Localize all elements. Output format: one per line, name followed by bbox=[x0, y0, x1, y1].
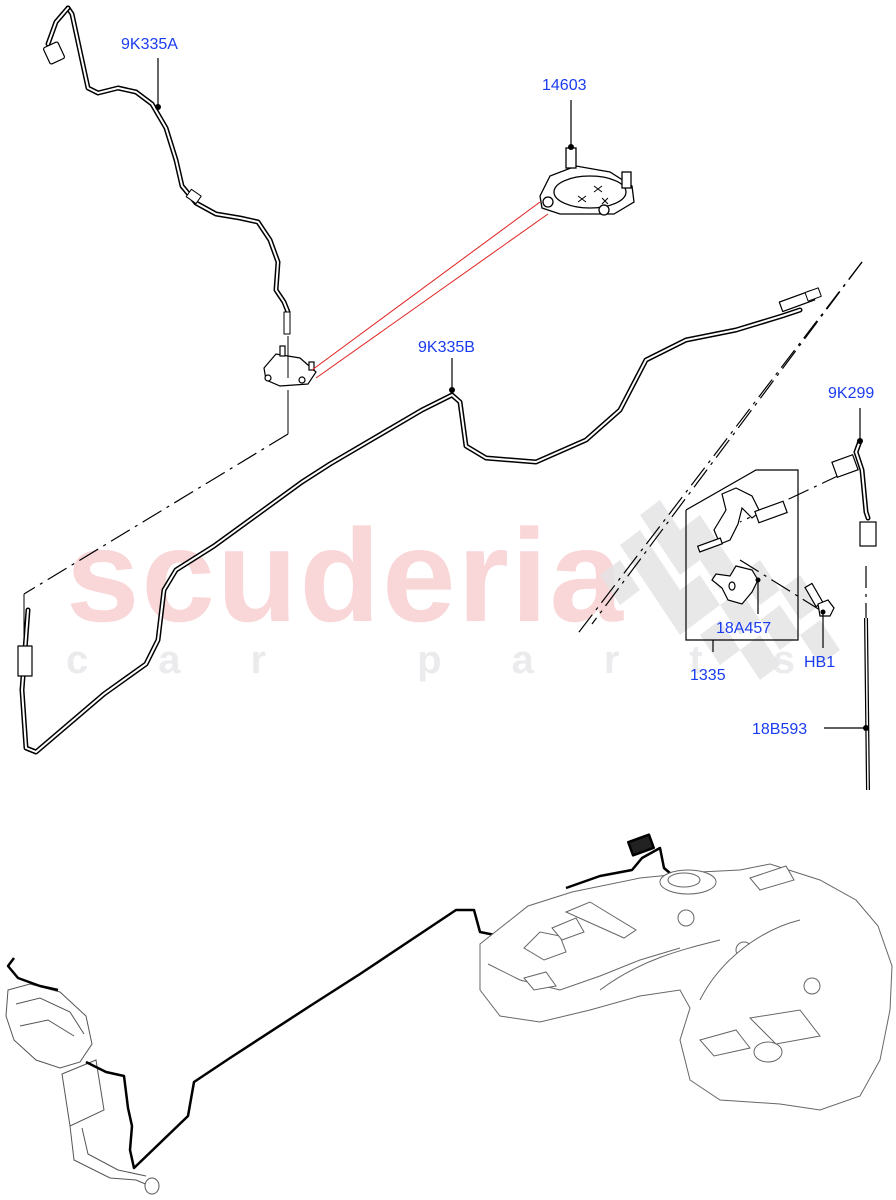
valve-1335 bbox=[696, 487, 788, 553]
hose-18b593 bbox=[864, 617, 870, 791]
reference-lines bbox=[311, 201, 549, 379]
evap-canister-assembly bbox=[5, 983, 160, 1195]
callout-9k299[interactable]: 9K299 bbox=[828, 385, 875, 402]
fuel-tank bbox=[479, 863, 893, 1111]
callout-hb1[interactable]: HB1 bbox=[804, 654, 836, 671]
bracket-small bbox=[263, 345, 317, 387]
part-14603-bracket bbox=[539, 147, 635, 216]
callout-9k335a[interactable]: 9K335A bbox=[121, 36, 178, 53]
vapour-line-9k335b bbox=[17, 287, 822, 755]
callout-18a457[interactable]: 18A457 bbox=[716, 620, 772, 637]
checkered-flag-watermark bbox=[600, 500, 840, 680]
watermark-car-parts: car parts bbox=[66, 638, 865, 682]
callout-18b593[interactable]: 18B593 bbox=[752, 721, 808, 738]
callout-9k335b[interactable]: 9K335B bbox=[418, 339, 475, 356]
vapour-line-9k335a bbox=[43, 5, 291, 335]
callout-14603[interactable]: 14603 bbox=[542, 77, 587, 94]
assembly-box-1335 bbox=[685, 469, 799, 641]
connector-9k299 bbox=[831, 438, 877, 547]
vapour-line-to-tank bbox=[6, 833, 679, 1170]
alignment-lines bbox=[23, 261, 867, 637]
callout-1335[interactable]: 1335 bbox=[690, 667, 726, 684]
